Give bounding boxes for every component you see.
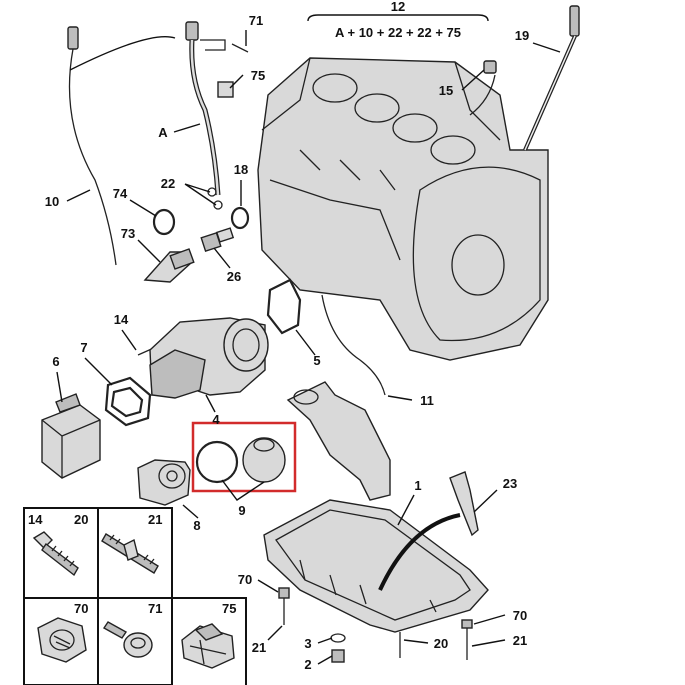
label-26: 26 bbox=[227, 269, 241, 284]
label-4: 4 bbox=[212, 412, 220, 427]
label-75: 75 bbox=[251, 68, 265, 83]
grid-cell-71: 71 bbox=[102, 601, 162, 658]
grid-cell-70: 70 bbox=[37, 601, 88, 663]
oil-cooler-6 bbox=[41, 393, 101, 479]
gasket-7 bbox=[104, 376, 152, 427]
oil-sump-1 bbox=[263, 499, 489, 633]
washer-3 bbox=[330, 633, 346, 643]
grid-label-75: 75 bbox=[222, 601, 236, 616]
kit-bracket bbox=[307, 14, 489, 22]
engine-block bbox=[257, 57, 549, 361]
label-11: 11 bbox=[420, 393, 434, 408]
leader-lines bbox=[56, 30, 561, 665]
oil-pickup-11 bbox=[286, 294, 391, 501]
label-6: 6 bbox=[52, 354, 59, 369]
grid-label-70: 70 bbox=[74, 601, 88, 616]
label-70-right: 70 bbox=[513, 608, 527, 623]
dipstick-tube-A bbox=[185, 21, 226, 196]
kit-header: 12 A + 10 + 22 + 22 + 75 bbox=[307, 0, 489, 40]
oring-18 bbox=[230, 206, 250, 230]
bolt-71 bbox=[231, 43, 249, 53]
label-9: 9 bbox=[238, 503, 245, 518]
label-2: 2 bbox=[304, 657, 311, 672]
label-19: 19 bbox=[515, 28, 529, 43]
dipstick-10 bbox=[67, 26, 176, 266]
filter-cap-9 bbox=[242, 437, 286, 483]
oil-filter-8 bbox=[137, 459, 191, 506]
oil-filter-housing-4 bbox=[149, 317, 269, 399]
kit-formula: A + 10 + 22 + 22 + 75 bbox=[335, 25, 461, 40]
oring-74 bbox=[152, 208, 176, 236]
baffle-23 bbox=[449, 471, 479, 537]
highlight-box bbox=[191, 421, 297, 493]
grid-label-20: 20 bbox=[74, 512, 88, 527]
clip-75 bbox=[217, 81, 234, 98]
sensor-26 bbox=[200, 227, 235, 253]
label-22: 22 bbox=[161, 176, 175, 191]
gasket-5 bbox=[266, 278, 302, 335]
label-18: 18 bbox=[234, 162, 248, 177]
label-74: 74 bbox=[113, 186, 128, 201]
drain-plug-2 bbox=[331, 649, 345, 663]
label-5: 5 bbox=[313, 353, 320, 368]
label-3: 3 bbox=[304, 636, 311, 651]
grid-cell-75: 75 bbox=[181, 601, 236, 669]
fastener-grid: 14 20 21 70 71 75 bbox=[23, 507, 247, 685]
label-8: 8 bbox=[193, 518, 200, 533]
label-20: 20 bbox=[434, 636, 448, 651]
kit-number: 12 bbox=[391, 0, 405, 14]
label-15: 15 bbox=[439, 83, 453, 98]
stud-70-21-right bbox=[461, 619, 473, 660]
clip-15 bbox=[469, 60, 497, 116]
grid-label-14: 14 bbox=[28, 512, 43, 527]
seal-22b bbox=[213, 200, 223, 210]
label-21-left: 21 bbox=[252, 640, 266, 655]
dipstick-19 bbox=[523, 5, 580, 151]
grid-cell-21: 21 bbox=[101, 512, 162, 574]
label-70-left: 70 bbox=[238, 572, 252, 587]
label-10: 10 bbox=[45, 194, 59, 209]
label-21-right: 21 bbox=[513, 633, 527, 648]
label-23: 23 bbox=[503, 476, 517, 491]
label-14: 14 bbox=[114, 312, 129, 327]
gasket-7-inner bbox=[110, 386, 144, 418]
stud-70-21-left bbox=[278, 587, 290, 625]
label-7: 7 bbox=[80, 340, 87, 355]
label-73: 73 bbox=[121, 226, 135, 241]
label-A: A bbox=[158, 125, 168, 140]
grid-cell-14-20: 14 20 bbox=[28, 512, 88, 577]
oring-9 bbox=[195, 440, 239, 484]
part-labels: 71 75 A 10 74 22 18 73 26 19 15 14 7 6 5… bbox=[45, 13, 529, 672]
label-71: 71 bbox=[249, 13, 263, 28]
label-1: 1 bbox=[414, 478, 421, 493]
grid-label-21: 21 bbox=[148, 512, 162, 527]
grid-label-71: 71 bbox=[148, 601, 162, 616]
